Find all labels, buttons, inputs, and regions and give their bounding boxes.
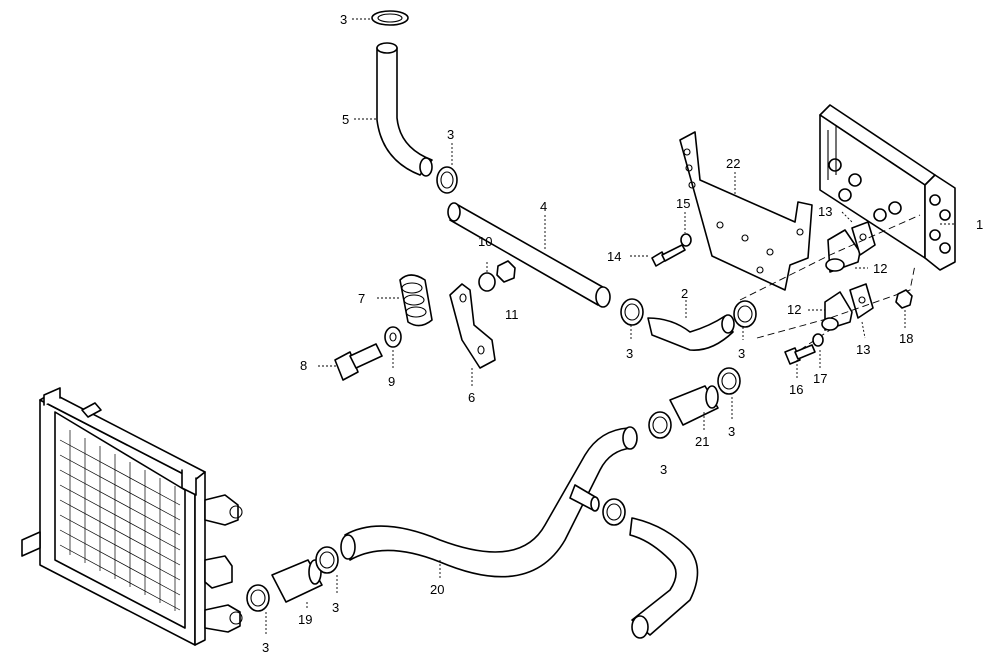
label-1: 1	[976, 217, 983, 232]
label-3-clamp-c: 3	[626, 346, 633, 361]
label-3-clamp-e: 3	[728, 424, 735, 439]
hose-19	[271, 559, 323, 603]
bolt-8	[334, 343, 383, 381]
bracket-6	[449, 283, 496, 369]
mounting-bracket	[679, 131, 813, 291]
washer-15	[680, 233, 692, 247]
radiator	[21, 387, 243, 646]
label-10: 10	[478, 234, 492, 249]
lower-hose	[629, 517, 699, 639]
label-2: 2	[681, 286, 688, 301]
hose-clamp	[246, 584, 270, 612]
label-14: 14	[607, 249, 621, 264]
straight-pipe	[447, 202, 611, 308]
upper-hose	[376, 42, 433, 177]
hose-clamp	[620, 298, 644, 326]
label-3-top-clamp: 3	[340, 12, 347, 27]
bolt-14	[651, 244, 686, 267]
hose-clamp	[371, 10, 409, 26]
hose-clamp	[717, 367, 741, 395]
short-elbow-hose	[647, 314, 735, 351]
label-9: 9	[388, 374, 395, 389]
label-3-clamp-h: 3	[262, 640, 269, 655]
washer-9	[384, 326, 402, 348]
long-pipe	[340, 426, 638, 578]
label-8: 8	[300, 358, 307, 373]
hose-clamp	[436, 166, 458, 194]
label-19: 19	[298, 612, 312, 627]
hose-clamp	[602, 498, 626, 526]
label-22: 22	[726, 156, 740, 171]
label-12-top: 12	[873, 261, 887, 276]
hose-clamp	[648, 411, 672, 439]
label-18: 18	[899, 331, 913, 346]
label-21: 21	[695, 434, 709, 449]
hose-clamp	[315, 546, 339, 574]
label-15: 15	[676, 196, 690, 211]
washer-10	[478, 272, 496, 292]
label-3-clamp-b: 3	[447, 127, 454, 142]
hose-21	[669, 385, 719, 426]
label-5: 5	[342, 112, 349, 127]
part-labels: 3 5 3 4 22 15 13 1 14 12 10 2 7 11 12 18…	[262, 12, 983, 655]
label-7: 7	[358, 291, 365, 306]
nut-11	[496, 260, 516, 283]
cooler-housing	[819, 104, 956, 271]
label-6: 6	[468, 390, 475, 405]
label-13-lower: 13	[856, 342, 870, 357]
label-17: 17	[813, 371, 827, 386]
flange-fitting-upper	[825, 221, 876, 273]
rubber-bushing-7	[399, 274, 433, 327]
label-16: 16	[789, 382, 803, 397]
label-3-clamp-d: 3	[738, 346, 745, 361]
label-12-lower: 12	[787, 302, 801, 317]
flange-fitting-lower	[821, 283, 874, 331]
bolt-16	[784, 344, 816, 365]
label-13-top: 13	[818, 204, 832, 219]
label-4: 4	[540, 199, 547, 214]
hose-clamp	[733, 300, 757, 328]
leader-lines	[265, 18, 955, 635]
nut-18	[895, 289, 913, 309]
label-3-clamp-f: 3	[660, 462, 667, 477]
label-3-clamp-g: 3	[332, 600, 339, 615]
label-11: 11	[505, 307, 519, 322]
label-20: 20	[430, 582, 444, 597]
washer-17	[812, 333, 824, 347]
